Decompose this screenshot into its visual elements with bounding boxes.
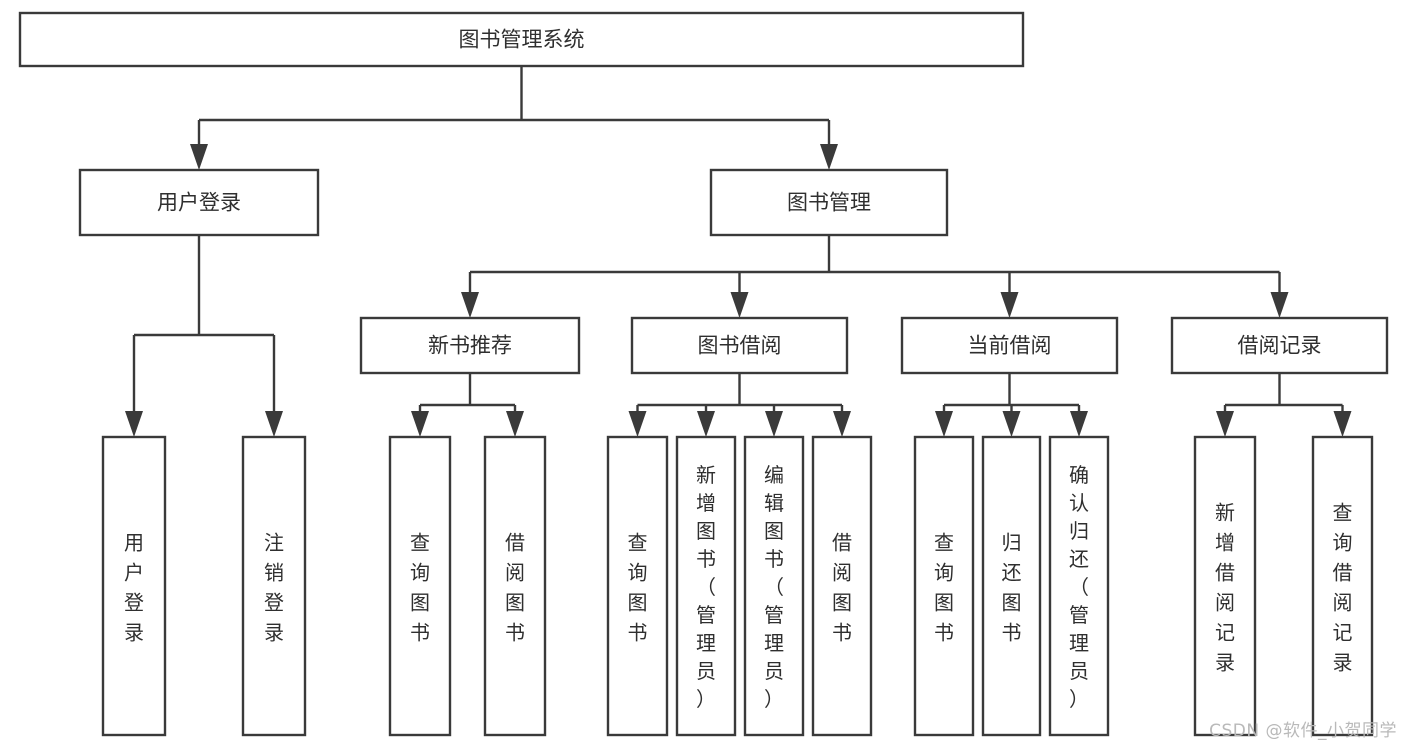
node-leaf-user-logout[interactable]: 注销登录 — [241, 435, 307, 737]
node-current-borrow-box[interactable] — [900, 316, 1119, 375]
node-leaf-confirm-return-box[interactable] — [1048, 435, 1110, 737]
node-leaf-user-login-label: 用户登录 — [124, 530, 144, 644]
node-user-login[interactable]: 用户登录 — [78, 168, 320, 237]
node-leaf-borrow-book-1[interactable]: 借阅图书 — [483, 435, 547, 737]
node-borrow-record-label: 借阅记录 — [1238, 334, 1322, 358]
node-leaf-edit-book-label: 编辑图书（管理员） — [764, 463, 784, 711]
node-leaf-query-book-2-box[interactable] — [606, 435, 669, 737]
node-leaf-borrow-book-1-box[interactable] — [483, 435, 547, 737]
node-leaf-query-record[interactable]: 查询借阅记录 — [1311, 435, 1374, 737]
node-leaf-query-book-3-label: 查询图书 — [934, 530, 954, 644]
node-leaf-borrow-book-1-label: 借阅图书 — [505, 530, 525, 644]
edge-root-to-book-manage-arrowhead — [820, 144, 838, 170]
node-user-login-label: 用户登录 — [157, 191, 241, 215]
node-leaf-return-book-label: 归还图书 — [1002, 530, 1022, 644]
edge-book-borrow-to-leaf-borrow-book-2-arrowhead — [833, 411, 851, 437]
node-leaf-add-record[interactable]: 新增借阅记录 — [1193, 435, 1257, 737]
node-leaf-add-book-label: 新增图书（管理员） — [696, 463, 716, 711]
node-root-root[interactable]: 图书管理系统 — [18, 11, 1025, 68]
node-new-book-rec-label: 新书推荐 — [428, 334, 512, 358]
node-book-borrow-label: 图书借阅 — [698, 334, 782, 358]
edge-book-manage-to-borrow-record-arrowhead — [1270, 292, 1289, 318]
edge-root-to-user-login-arrowhead — [190, 144, 208, 170]
node-leaf-return-book[interactable]: 归还图书 — [981, 435, 1042, 737]
node-leaf-user-login[interactable]: 用户登录 — [101, 435, 167, 737]
edge-user-login-to-leaf-user-logout-arrowhead — [265, 411, 283, 437]
node-leaf-add-book[interactable]: 新增图书（管理员） — [675, 435, 737, 737]
edge-new-book-rec-to-leaf-borrow-book-1-arrowhead — [506, 411, 524, 437]
edge-book-manage-to-new-book-rec-arrowhead — [461, 292, 479, 318]
node-leaf-query-book-2[interactable]: 查询图书 — [606, 435, 669, 737]
node-leaf-user-logout-box[interactable] — [241, 435, 307, 737]
node-book-borrow-box[interactable] — [630, 316, 849, 375]
node-book-borrow[interactable]: 图书借阅 — [630, 316, 849, 375]
node-leaf-edit-book[interactable]: 编辑图书（管理员） — [743, 435, 805, 737]
edge-borrow-record-to-leaf-add-record-arrowhead — [1216, 411, 1234, 437]
node-current-borrow[interactable]: 当前借阅 — [900, 316, 1119, 375]
node-leaf-query-book-1[interactable]: 查询图书 — [388, 435, 452, 737]
edge-user-login-to-leaf-user-login-arrowhead — [125, 411, 143, 437]
edge-current-borrow-to-leaf-confirm-return-arrowhead — [1070, 411, 1088, 437]
node-book-manage-box[interactable] — [709, 168, 949, 237]
edge-borrow-record-to-leaf-query-record-arrowhead — [1333, 411, 1352, 437]
edge-new-book-rec-to-leaf-query-book-1-arrowhead — [411, 411, 429, 437]
node-leaf-user-logout-label: 注销登录 — [264, 530, 284, 644]
node-leaf-confirm-return[interactable]: 确认归还（管理员） — [1048, 435, 1110, 737]
edge-book-borrow-to-leaf-edit-book-arrowhead — [765, 411, 783, 437]
node-borrow-record[interactable]: 借阅记录 — [1170, 316, 1389, 375]
node-leaf-confirm-return-label: 确认归还（管理员） — [1069, 463, 1089, 711]
node-leaf-return-book-box[interactable] — [981, 435, 1042, 737]
node-leaf-borrow-book-2-box[interactable] — [811, 435, 873, 737]
node-user-login-box[interactable] — [78, 168, 320, 237]
watermark-label: CSDN @软件_小贺同学 — [1209, 721, 1397, 741]
node-leaf-query-record-label: 查询借阅记录 — [1333, 500, 1353, 674]
edge-book-borrow-to-leaf-add-book-arrowhead — [697, 411, 715, 437]
edge-book-borrow-to-leaf-query-book-2-arrowhead — [628, 411, 647, 437]
node-leaf-query-book-3-box[interactable] — [913, 435, 975, 737]
node-root-root-label: 图书管理系统 — [459, 28, 585, 52]
edge-book-manage-to-current-borrow-arrowhead — [1000, 292, 1019, 318]
node-new-book-rec-box[interactable] — [359, 316, 581, 375]
node-book-manage-label: 图书管理 — [787, 191, 871, 215]
node-book-manage[interactable]: 图书管理 — [709, 168, 949, 237]
node-leaf-user-login-box[interactable] — [101, 435, 167, 737]
edge-book-manage-to-book-borrow-arrowhead — [730, 292, 749, 318]
node-new-book-rec[interactable]: 新书推荐 — [359, 316, 581, 375]
node-leaf-query-book-1-label: 查询图书 — [410, 530, 430, 644]
edge-current-borrow-to-leaf-query-book-3-arrowhead — [935, 411, 953, 437]
node-root-root-box[interactable] — [18, 11, 1025, 68]
node-leaf-query-book-2-label: 查询图书 — [628, 530, 648, 644]
node-leaf-edit-book-box[interactable] — [743, 435, 805, 737]
node-leaf-borrow-book-2[interactable]: 借阅图书 — [811, 435, 873, 737]
node-leaf-query-book-3[interactable]: 查询图书 — [913, 435, 975, 737]
node-leaf-query-book-1-box[interactable] — [388, 435, 452, 737]
node-leaf-borrow-book-2-label: 借阅图书 — [832, 530, 852, 644]
edge-current-borrow-to-leaf-return-book-arrowhead — [1002, 411, 1021, 437]
node-current-borrow-label: 当前借阅 — [968, 334, 1052, 358]
node-leaf-add-book-box[interactable] — [675, 435, 737, 737]
node-leaf-add-record-box[interactable] — [1193, 435, 1257, 737]
node-leaf-query-record-box[interactable] — [1311, 435, 1374, 737]
node-borrow-record-box[interactable] — [1170, 316, 1389, 375]
node-leaf-add-record-label: 新增借阅记录 — [1215, 500, 1235, 674]
